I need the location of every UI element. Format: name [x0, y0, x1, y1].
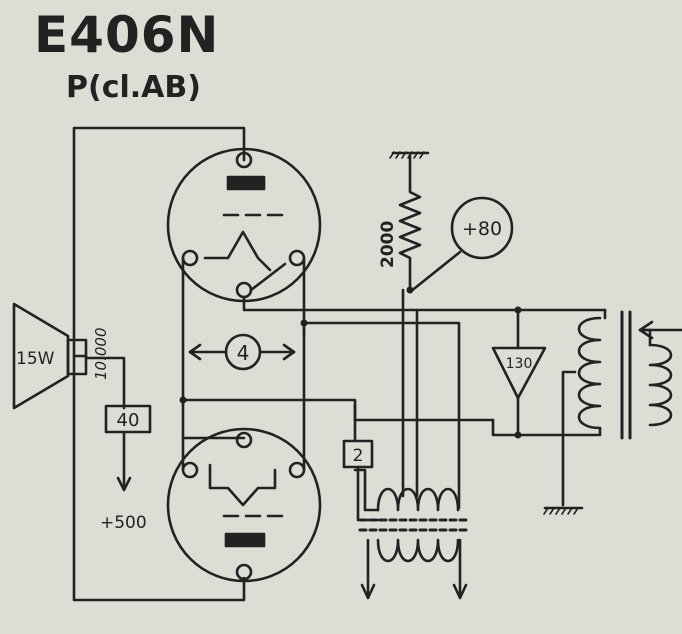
plus80-label: +80 [462, 218, 502, 240]
grid-bus-upper [302, 321, 461, 510]
upper-tube-left-pin [181, 249, 199, 267]
upper-tube-anode [226, 175, 266, 191]
upper-tube-top-pin [235, 151, 253, 169]
bias-arrow-left-head [188, 343, 202, 361]
grid-bus-lower [181, 398, 357, 442]
lower-tube-anode [224, 532, 266, 548]
input-secondary-left-arrow [360, 583, 376, 600]
box-2-label: 2 [353, 446, 364, 466]
junction-dots [179, 286, 522, 439]
resistor-40-label: 40 [117, 410, 140, 431]
grid-lower-connector [353, 403, 495, 422]
lower-tube-envelope [166, 427, 322, 583]
upper-tube-pin-link [249, 262, 287, 292]
output-secondary [648, 343, 673, 427]
output-arrow-head [638, 320, 654, 340]
resistor-2000 [398, 153, 422, 292]
speaker-power-label: 15W [16, 349, 55, 369]
input-transformer-core [358, 518, 472, 532]
bias-arrow-right-head [282, 343, 296, 361]
upper-cathode-bus [242, 295, 607, 312]
plus80-marker [450, 196, 514, 260]
output-primary [577, 316, 602, 430]
outer-loop-wire [72, 126, 246, 602]
lower-tube-right-pin [288, 461, 306, 479]
triangle-130 [491, 346, 547, 400]
lower-tube-filament [208, 463, 277, 507]
input-transformer-secondary [376, 538, 460, 563]
speaker-cone [12, 302, 70, 410]
box-2-lower-wire [356, 465, 380, 522]
output-tap-wire [561, 370, 577, 507]
bias-4-circle [224, 333, 262, 371]
plus80-link [408, 250, 462, 294]
resistor-40-box [104, 404, 152, 434]
speaker-feed-wire [84, 356, 126, 410]
ground-right-hatch [543, 507, 579, 515]
lower-tube-top-pin [235, 431, 253, 449]
bias-4-label: 4 [237, 341, 250, 365]
lower-tube-bottom-pin [235, 563, 253, 581]
upper-tube-bottom-pin [235, 281, 253, 299]
lower-tube-left-pin [181, 461, 199, 479]
upper-tube-filament [203, 230, 272, 272]
resistor-2000-label: 2000 [378, 221, 398, 268]
speaker-impedance-label: 10.000 [92, 328, 110, 381]
upper-tube-right-pin [288, 249, 306, 267]
plus500-label: +500 [100, 513, 147, 533]
upper-tube-envelope [166, 147, 322, 303]
amplifier-class: P(cl.AB) [66, 70, 201, 105]
input-transformer-primary [376, 487, 460, 512]
output-transformer-core [620, 310, 632, 440]
input-primary-left-wire [353, 468, 380, 512]
plus500-arrow [116, 476, 132, 492]
tube-title: E406N [34, 6, 220, 64]
input-secondary-right-arrow [452, 583, 468, 600]
triangle-130-label: 130 [506, 356, 533, 372]
